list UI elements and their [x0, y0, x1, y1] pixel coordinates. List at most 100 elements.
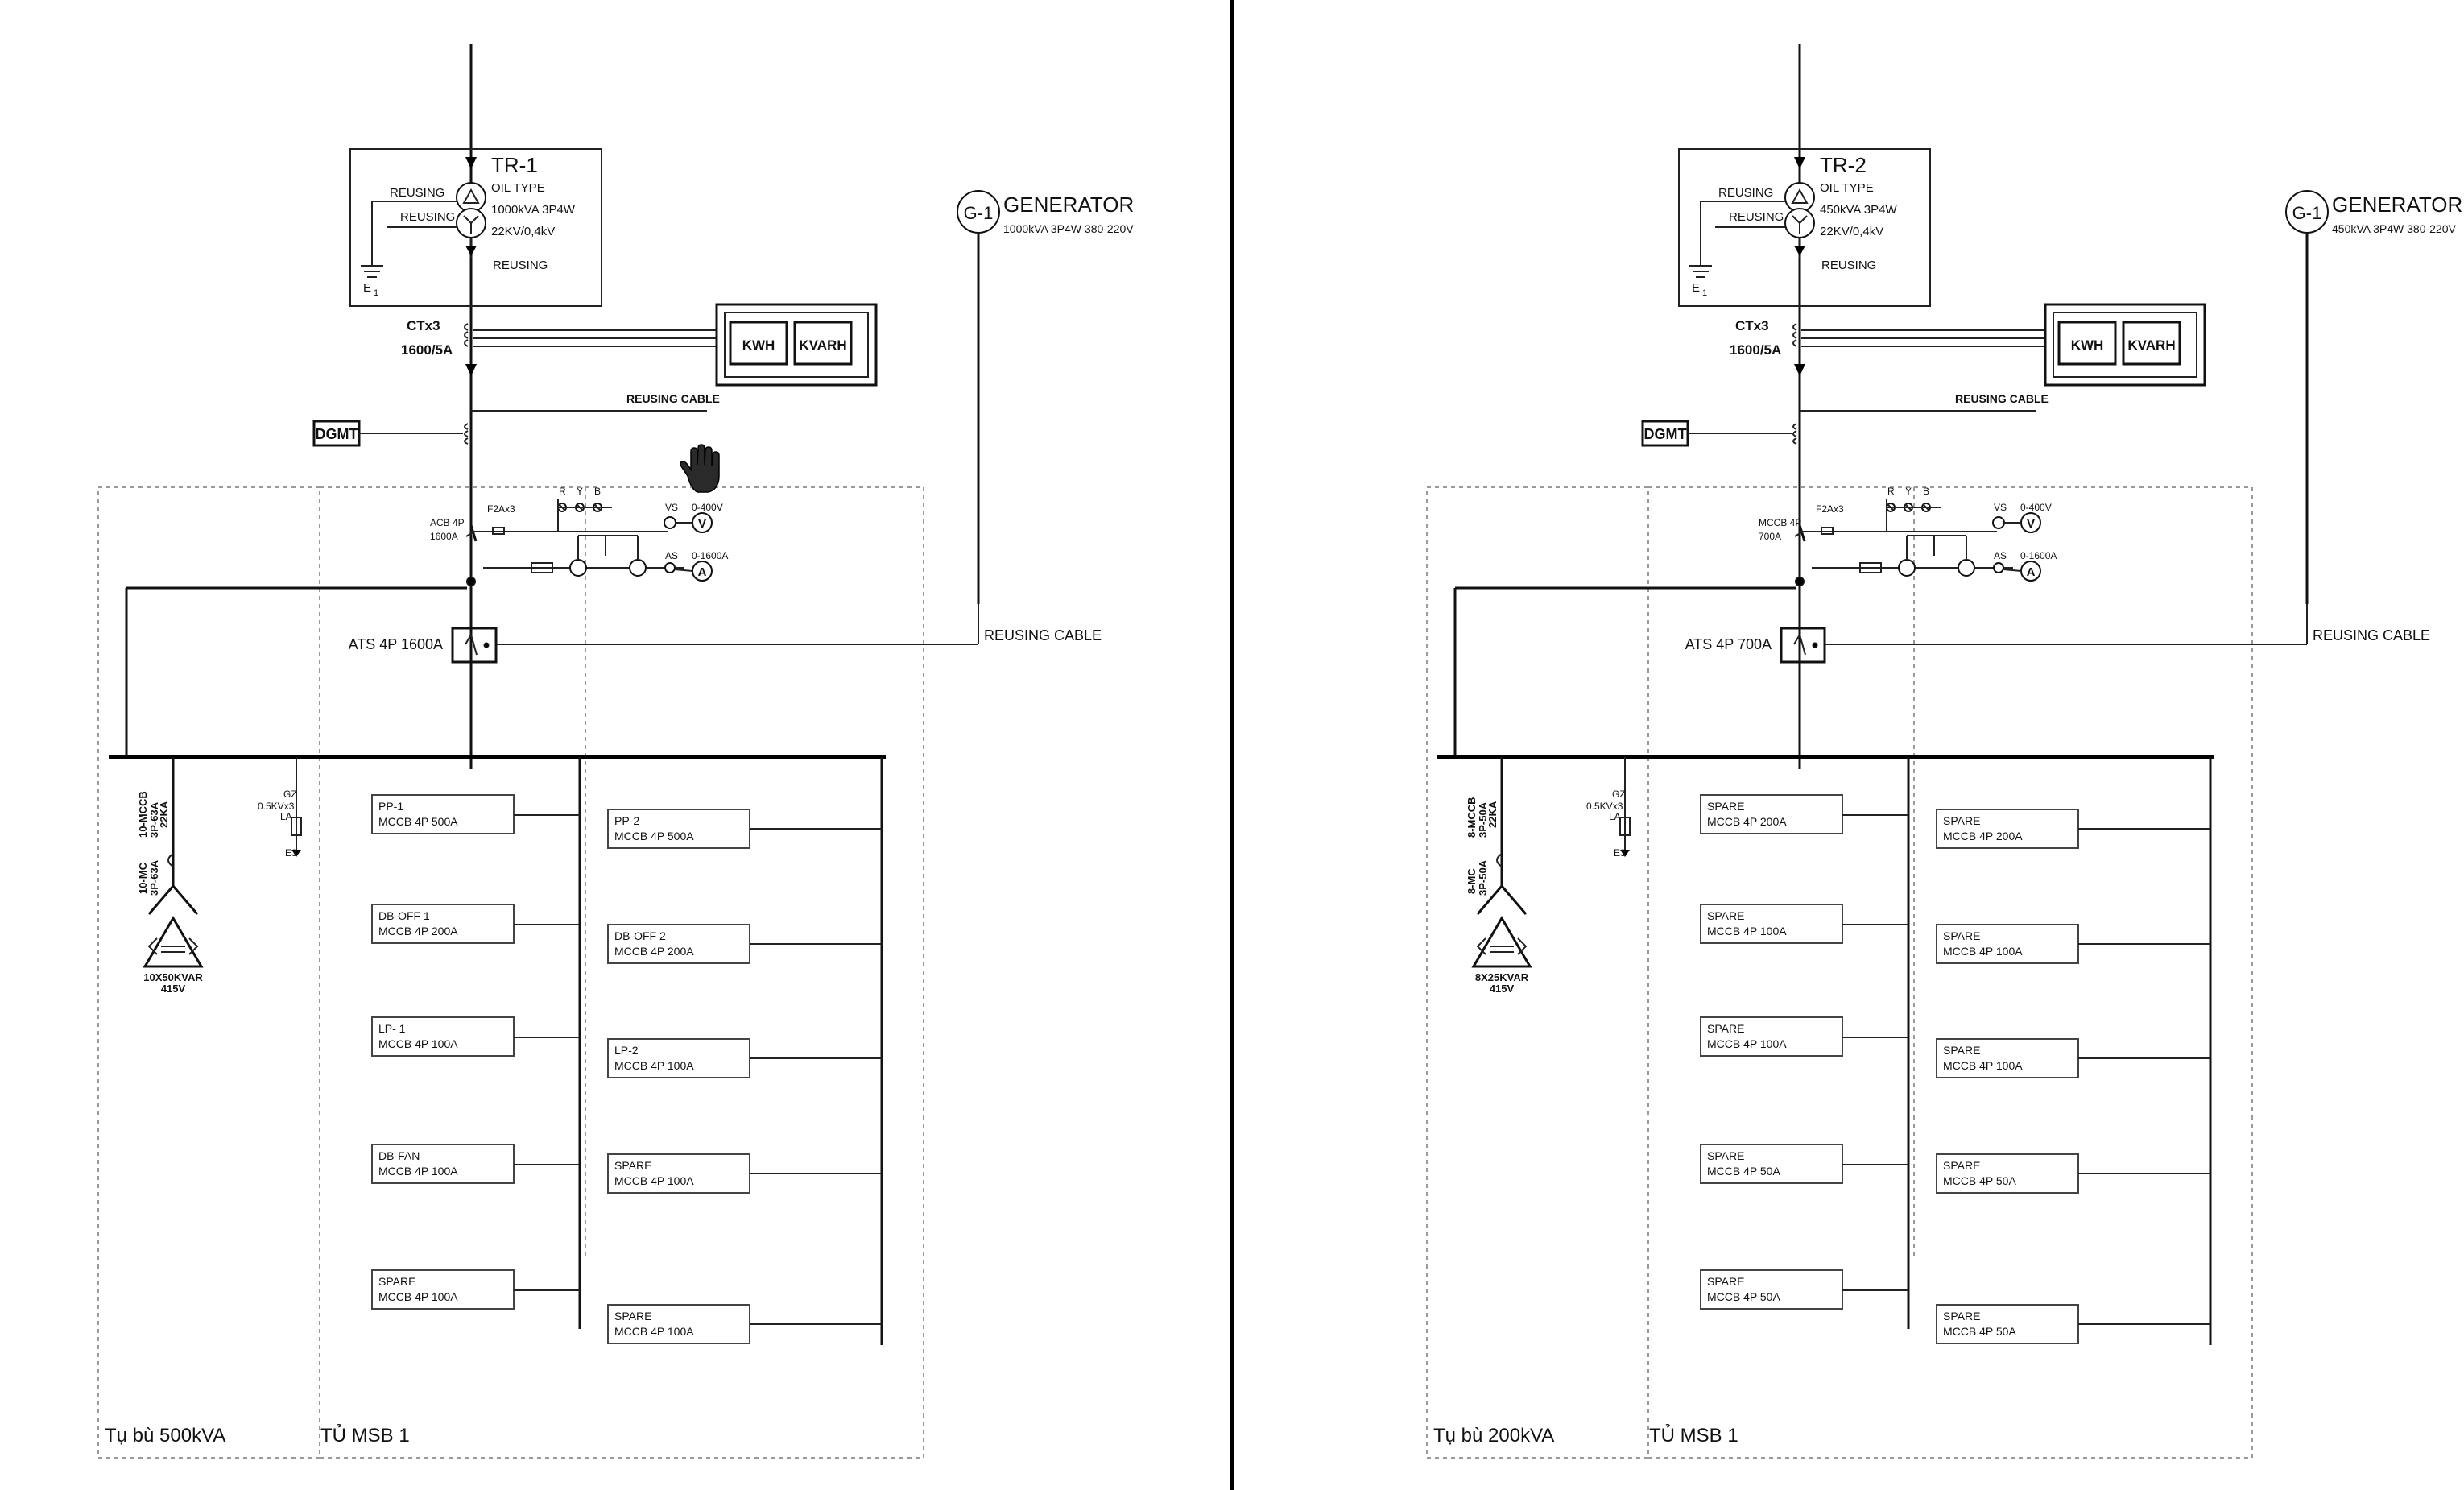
- fuse-label: F2Ax3: [487, 503, 515, 515]
- feeder-rating: MCCB 4P 100A: [1943, 945, 2023, 958]
- vs-label: VS: [665, 502, 678, 513]
- surge-arrester-icon: [1619, 817, 1631, 836]
- feeder-box: [371, 1144, 515, 1184]
- surge-earth-label: E3: [1614, 847, 1626, 859]
- capacitor-bank-label: 8X25KVAR: [1475, 971, 1529, 983]
- ct-icon: [464, 423, 469, 430]
- main-breaker-label: 700A: [1759, 531, 1781, 542]
- phase-label: B: [1923, 486, 1929, 497]
- feeder-rating: MCCB 4P 500A: [614, 830, 694, 842]
- capacitor-volt-label: 415V: [1490, 983, 1515, 995]
- feeder-rating: MCCB 4P 100A: [1943, 1059, 2023, 1072]
- ammeter-symbol: A: [2027, 565, 2036, 579]
- breaker-icon: [469, 524, 478, 542]
- reusing-cable-top-label: REUSING CABLE: [1955, 392, 2049, 405]
- kvarh-meter: [793, 321, 853, 366]
- vs-label: VS: [1994, 502, 2007, 513]
- ct-label: CTx3: [407, 318, 440, 333]
- ct-label: CTx3: [1735, 318, 1769, 333]
- capacitor-icon: [1476, 937, 1528, 955]
- feeder-name: SPARE: [614, 1159, 651, 1172]
- capacitor-enclosure: [97, 486, 320, 1459]
- arange-label: 0-1600A: [692, 550, 728, 561]
- main-breaker-label: ACB 4P: [430, 517, 465, 528]
- transformer-reusing-label: REUSING: [1729, 210, 1784, 224]
- feeder-rating: MCCB 4P 100A: [614, 1059, 694, 1072]
- feeder-name: SPARE: [1943, 814, 1980, 827]
- ct-icon: [1792, 423, 1797, 430]
- fuse-label: F2Ax3: [1816, 503, 1844, 515]
- generator-id: G-1: [964, 203, 994, 223]
- feeder-right-3: SPARE MCCB 4P 100A: [1936, 1038, 2210, 1078]
- voltmeter-symbol: V: [2027, 517, 2035, 531]
- feeder-name: SPARE: [1943, 1310, 1980, 1322]
- contactor-label: 3P-63A: [148, 859, 160, 896]
- surge-la-label: LA: [280, 811, 292, 822]
- msb-enclosure: [1647, 486, 2253, 1459]
- msb-section-label: TỦ MSB 1: [320, 1423, 410, 1447]
- feeder-box: [1936, 1304, 2079, 1344]
- arrow-icon: [1794, 364, 1805, 376]
- surge-la-label: LA: [1609, 811, 1621, 822]
- phase-label: B: [594, 486, 601, 497]
- phase-label: Y: [577, 486, 583, 497]
- transformer-voltage: 22KV/0,4kV: [491, 225, 555, 238]
- feeder-rating: MCCB 4P 100A: [614, 1325, 694, 1338]
- feeder-name: SPARE: [378, 1275, 415, 1288]
- earth-label: E: [1692, 281, 1700, 295]
- ct-icon: [464, 339, 469, 347]
- transformer-rating: 1000kVA 3P4W: [491, 203, 576, 217]
- transformer-primary-icon: [1784, 182, 1815, 213]
- transformer-voltage: 22KV/0,4kV: [1820, 225, 1883, 238]
- feeder-rating: MCCB 4P 100A: [378, 1165, 458, 1178]
- ct-icon: [1792, 331, 1797, 339]
- arrow-icon: [465, 157, 477, 169]
- msb-enclosure: [319, 486, 924, 1459]
- arrow-icon: [465, 364, 477, 376]
- feeder-rating: MCCB 4P 100A: [614, 1174, 694, 1187]
- earth-label: E: [363, 281, 371, 295]
- capacitor-section-label: Tụ bù 500kVA: [105, 1425, 225, 1447]
- generator-label: GENERATOR: [1003, 192, 1134, 217]
- capacitor-section-label: Tụ bù 200kVA: [1433, 1425, 1554, 1447]
- junction-icon: [466, 577, 476, 586]
- kw-meter-icon: [629, 559, 647, 577]
- feeder-box: [607, 1153, 750, 1194]
- feeder-name: LP-2: [614, 1044, 639, 1057]
- contactor-icon: [167, 853, 174, 867]
- capacitor-breaker-label: 3P-50A: [1477, 801, 1489, 838]
- feeder-name: SPARE: [1707, 800, 1744, 813]
- ct-icon: [1792, 339, 1797, 347]
- transformer-box: [1678, 148, 1931, 307]
- feeder-rating: MCCB 4P 100A: [1707, 1037, 1787, 1050]
- feeder-name: DB-FAN: [378, 1149, 420, 1162]
- feeder-rating: MCCB 4P 200A: [1707, 815, 1787, 828]
- meter-panel: [715, 303, 878, 387]
- transformer-reusing-label: REUSING: [1718, 186, 1773, 200]
- feeder-name: SPARE: [1943, 1044, 1980, 1057]
- feeder-rating: MCCB 4P 50A: [1943, 1174, 2016, 1187]
- feeder-box: [1936, 924, 2079, 964]
- feeder-name: SPARE: [1707, 1275, 1744, 1288]
- surge-arrester-icon: [291, 817, 302, 836]
- surge-gz-label: GZ: [1612, 788, 1626, 800]
- feeder-box: [371, 1016, 515, 1057]
- feeder-box: [1936, 809, 2079, 849]
- fuse-icon: [492, 527, 505, 535]
- arrow-icon: [1794, 157, 1805, 169]
- feeder-name: SPARE: [1707, 1022, 1744, 1035]
- arrow-icon: [1794, 246, 1805, 256]
- feeder-name: LP- 1: [378, 1022, 406, 1035]
- capacitor-breaker-label: 10-MCCB: [137, 791, 149, 838]
- transformer-reusing-label: REUSING: [1821, 259, 1876, 272]
- ct-icon: [464, 437, 469, 445]
- transformer-box: [349, 148, 602, 307]
